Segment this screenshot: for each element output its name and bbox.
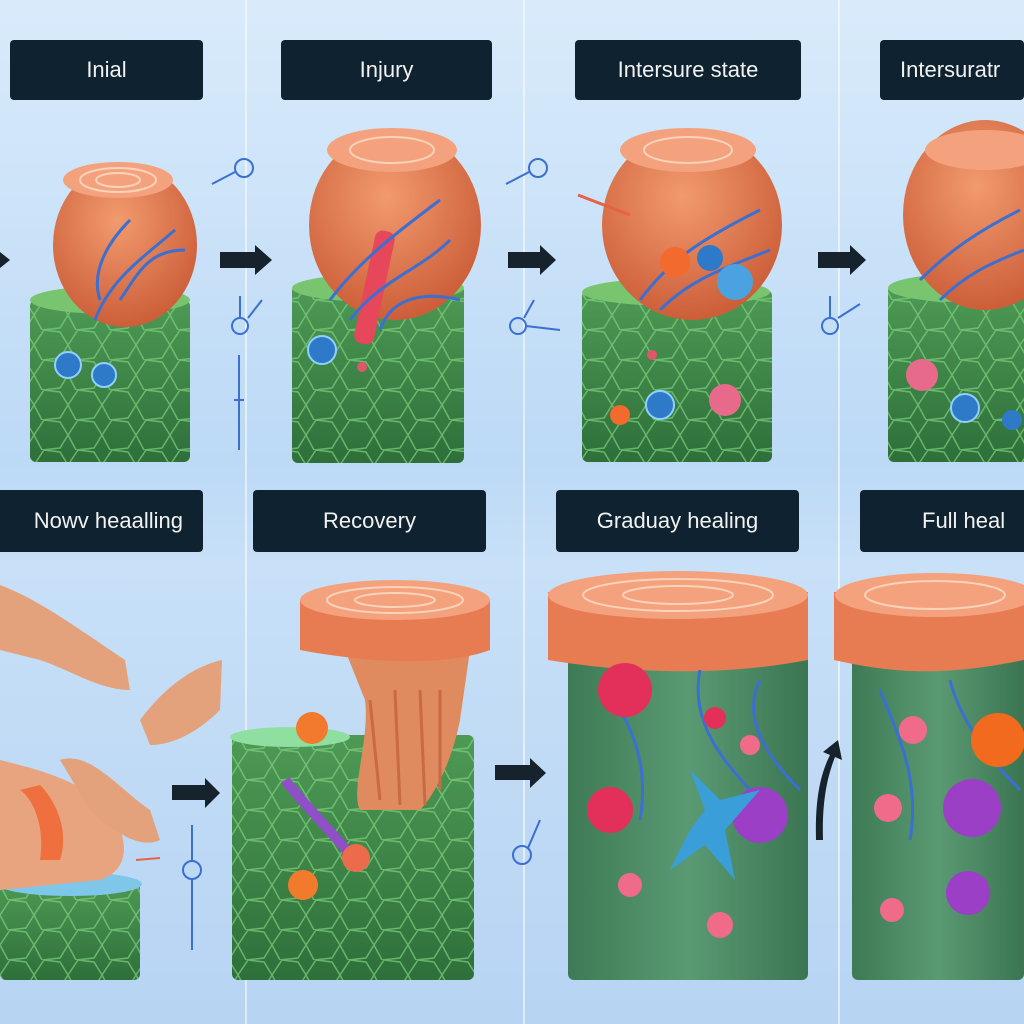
arrow-right-icon	[0, 252, 10, 268]
panel-divider-3	[838, 0, 840, 1024]
stage-6-label: Recovery	[253, 490, 486, 552]
panel-divider-1	[245, 0, 247, 1024]
arrow-right-icon	[818, 245, 866, 275]
stage-3-illustration	[577, 128, 782, 462]
stage-1-label: Inial	[10, 40, 203, 100]
stage-8-illustration	[834, 573, 1024, 980]
arrow-up-icon	[815, 740, 842, 840]
stage-5-illustration	[0, 585, 222, 980]
stage-5-label: Nowv heaalling	[0, 490, 203, 552]
arrow-right-icon	[220, 245, 272, 275]
marker-icons	[135, 158, 861, 950]
stage-3-label: Intersure state	[575, 40, 801, 100]
arrow-right-icon	[508, 245, 556, 275]
stage-1-illustration	[30, 162, 197, 462]
arrow-right-icon	[495, 758, 546, 788]
stage-7-illustration	[548, 571, 808, 980]
stage-6-illustration	[230, 580, 490, 980]
stage-4-label: Intersuratr	[880, 40, 1024, 100]
flow-arrows	[0, 245, 866, 840]
stage-4-illustration	[888, 120, 1024, 462]
stage-2-illustration	[292, 128, 481, 463]
stage-2-label: Injury	[281, 40, 492, 100]
arrow-right-icon	[172, 778, 220, 808]
stage-7-label: Graduay healing	[556, 490, 799, 552]
stage-8-label: Full heal	[860, 490, 1024, 552]
panel-divider-2	[523, 0, 525, 1024]
